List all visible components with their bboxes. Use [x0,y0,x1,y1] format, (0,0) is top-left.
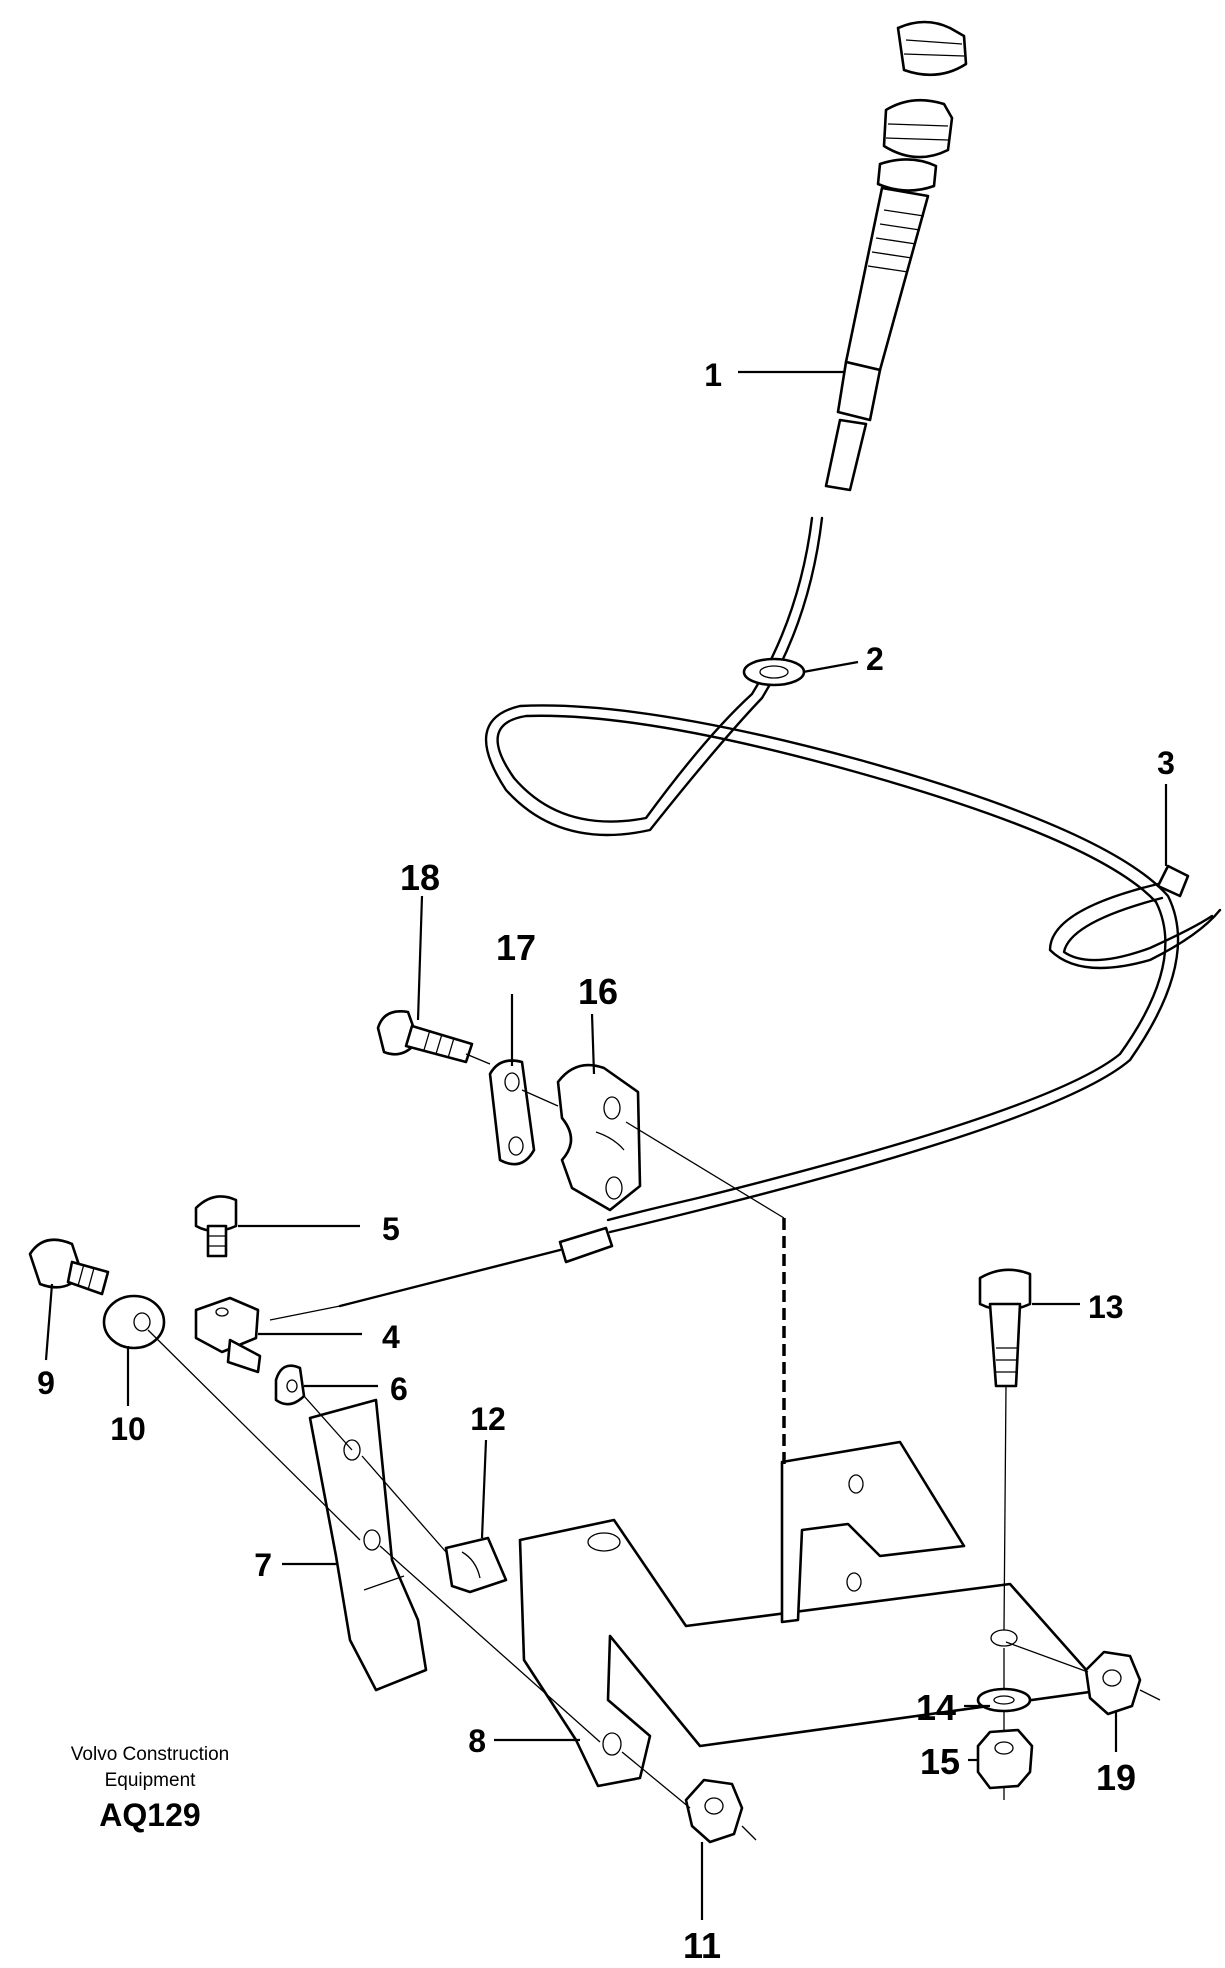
throttle-cable [484,516,1180,1234]
callout-5: 5 [382,1211,400,1247]
callout-3: 3 [1157,745,1175,781]
cable-tie [1048,864,1222,970]
callout-14: 14 [916,1687,956,1728]
set-screw-5 [194,1195,238,1258]
callout-15: 15 [920,1741,960,1782]
nut-11 [684,1778,744,1844]
callout-2: 2 [866,641,884,677]
callout-17: 17 [496,927,536,968]
caption-block: Volvo Construction Equipment AQ129 [71,1744,229,1833]
callout-labels: 1 2 3 18 17 16 5 4 6 9 10 12 7 13 8 14 1… [37,357,1175,1966]
cable-clamp-16 [556,1063,642,1212]
caption-equipment: Equipment [105,1770,197,1791]
cable-connector-4 [194,1296,262,1374]
washer-10 [102,1294,166,1350]
bolt-18 [376,1010,474,1064]
callout-18: 18 [400,857,440,898]
bracket-8 [518,1440,1106,1788]
inner-cable [338,1226,614,1308]
callout-6: 6 [390,1371,408,1407]
lever-7 [308,1398,428,1692]
clip-12 [444,1536,508,1594]
callout-13: 13 [1088,1289,1124,1325]
nut-19 [1084,1650,1142,1716]
clip-6 [274,1364,306,1406]
caption-company: Volvo Construction [71,1744,229,1765]
callout-16: 16 [578,971,618,1012]
drawing-code: AQ129 [99,1797,200,1833]
callout-8: 8 [468,1723,486,1759]
control-cable-head [824,20,968,492]
callout-7: 7 [254,1547,272,1583]
callout-4: 4 [382,1319,400,1355]
washer-14 [976,1687,1032,1713]
nut-15 [976,1728,1034,1790]
callout-9: 9 [37,1365,55,1401]
assembly-lines [147,1053,1161,1841]
grommet [742,657,806,687]
bolt-13 [978,1268,1032,1388]
bolt-9 [28,1238,110,1296]
callout-1: 1 [704,357,722,393]
callout-12: 12 [470,1401,506,1437]
clamp-plate-17 [488,1059,536,1166]
callout-19: 19 [1096,1757,1136,1798]
callout-11: 11 [683,1925,721,1966]
leader-lines [44,370,1168,1920]
callout-10: 10 [110,1411,146,1447]
